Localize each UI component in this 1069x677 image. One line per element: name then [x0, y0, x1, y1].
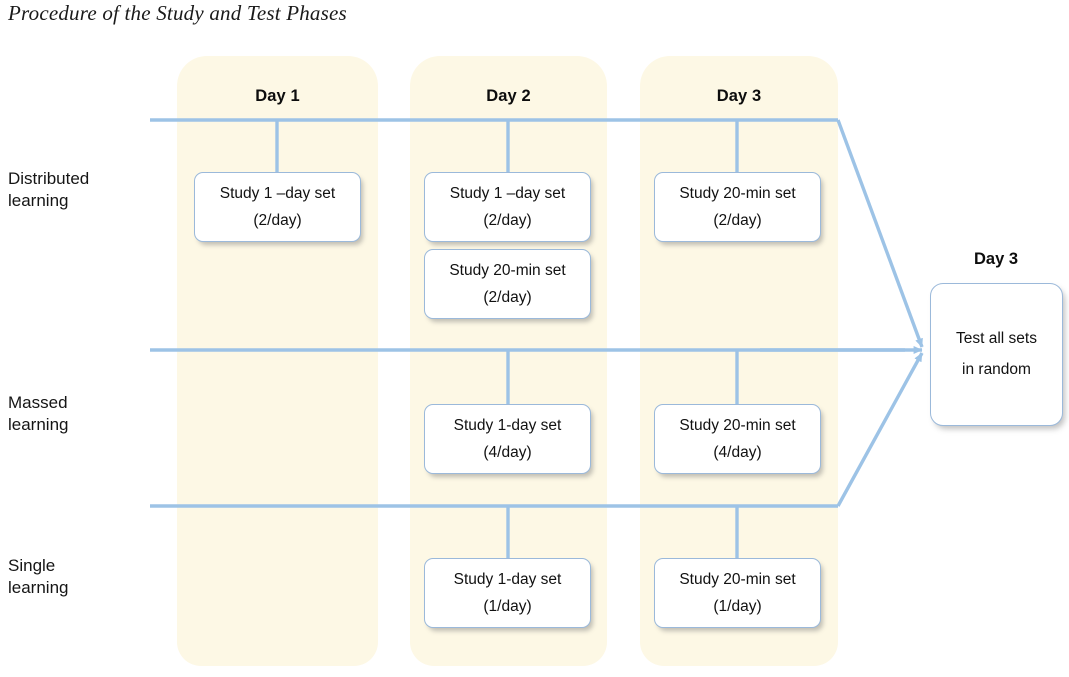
page-title: Procedure of the Study and Test Phases: [8, 1, 347, 25]
day-column-1: Day 1: [177, 56, 378, 666]
row-label-massed-line1: Massed: [8, 393, 68, 412]
row-label-massed-line2: learning: [8, 415, 69, 435]
day-column-3-header: Day 3: [716, 87, 762, 105]
study-box-title: Study 20-min set: [679, 185, 796, 203]
test-phase-line1: Test all sets: [956, 330, 1037, 348]
study-box[interactable]: Study 20-min set (2/day): [654, 172, 821, 242]
row-label-distributed-learning: Distributed learning: [8, 168, 168, 213]
row-label-single-line1: Single: [8, 556, 56, 575]
day-column-2-header: Day 2: [486, 87, 531, 105]
row-label-single-line2: learning: [8, 578, 69, 598]
test-phase-box[interactable]: Test all sets in random: [930, 283, 1063, 426]
study-box-rate: (2/day): [483, 211, 532, 229]
study-box-rate: (4/day): [713, 443, 762, 461]
study-box-rate: (2/day): [713, 211, 762, 229]
study-box-title: Study 1-day set: [453, 417, 562, 435]
day-column-1-header: Day 1: [255, 87, 300, 105]
row-label-massed-learning: Massed learning: [8, 392, 168, 437]
study-box-title: Study 20-min set: [679, 571, 796, 589]
study-box-rate: (2/day): [253, 211, 302, 229]
row-label-distributed-line2: learning: [8, 191, 69, 211]
study-box-title: Study 20-min set: [679, 417, 796, 435]
study-box[interactable]: Study 1-day set (4/day): [424, 404, 591, 474]
study-box[interactable]: Study 1-day set (1/day): [424, 558, 591, 628]
study-box-rate: (1/day): [713, 597, 762, 615]
study-box[interactable]: Study 20-min set (1/day): [654, 558, 821, 628]
study-box-rate: (4/day): [483, 443, 532, 461]
study-box-title: Study 20-min set: [449, 262, 566, 280]
study-box-title: Study 1-day set: [453, 571, 562, 589]
row-label-distributed-line1: Distributed: [8, 169, 90, 188]
arrow-distributed-to-test: [836, 119, 924, 348]
arrow-single-to-test: [836, 352, 924, 507]
test-phase-line2: in random: [962, 360, 1031, 378]
row-label-single-learning: Single learning: [8, 555, 168, 600]
study-box-title: Study 1 –day set: [449, 185, 566, 203]
study-box-rate: (2/day): [483, 288, 532, 306]
study-box[interactable]: Study 1 –day set (2/day): [194, 172, 361, 242]
test-phase-day-label: Day 3: [973, 250, 1019, 268]
study-box-rate: (1/day): [483, 597, 532, 615]
study-box[interactable]: Study 1 –day set (2/day): [424, 172, 591, 242]
study-box-title: Study 1 –day set: [219, 185, 336, 203]
study-box[interactable]: Study 20-min set (4/day): [654, 404, 821, 474]
study-box[interactable]: Study 20-min set (2/day): [424, 249, 591, 319]
